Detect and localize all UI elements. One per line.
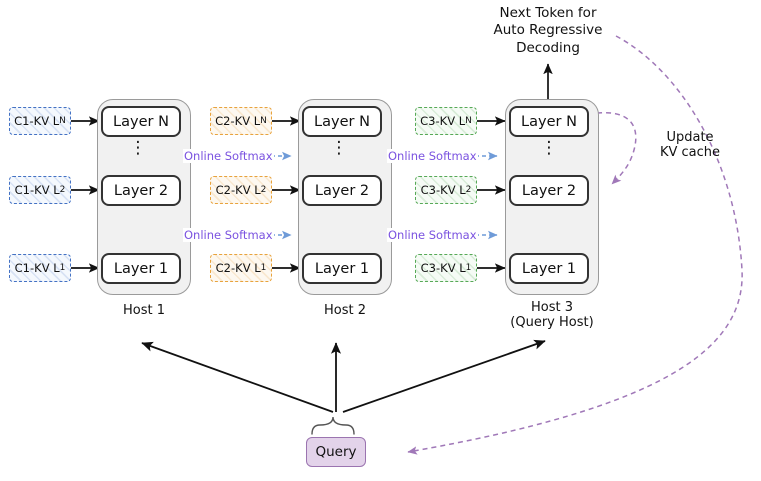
kv-to-layer-arrows-host2 (272, 116, 301, 273)
host-2-ellipsis: ⋮ (326, 138, 352, 158)
kv-label-text: C1-KV L (14, 183, 60, 197)
host-1-ellipsis: ⋮ (125, 138, 151, 158)
kv-label-text: C2-KV L (215, 114, 261, 128)
host-3-layer-1[interactable]: Layer 1 (509, 253, 589, 284)
host-1-layer-n[interactable]: Layer N (101, 106, 181, 137)
host-2-layer-n[interactable]: Layer N (302, 106, 382, 137)
host-3-caption: Host 3 (Query Host) (510, 300, 594, 330)
kv-to-layer-arrows-host3 (477, 116, 506, 273)
kv-label-text: C1-KV L (14, 114, 60, 128)
online-softmax-label-h1h2-lower: Online Softmax (183, 228, 274, 242)
next-token-title: Next Token for Auto Regressive Decoding (493, 5, 603, 56)
kv-label-text: C2-KV L (215, 261, 261, 275)
kv-label-text: C3-KV L (420, 261, 466, 275)
host-2-layer-1[interactable]: Layer 1 (302, 253, 382, 284)
online-softmax-label-h2h3-lower: Online Softmax (387, 228, 478, 242)
feedback-loop-arrow (407, 35, 743, 455)
query-fanout-arrows (141, 339, 546, 413)
online-softmax-label-h2h3-upper: Online Softmax (387, 149, 478, 163)
ellipsis-glyph: ⋮ (540, 138, 558, 158)
kv-to-layer-arrows-host1 (71, 116, 100, 273)
query-box[interactable]: Query (306, 437, 366, 467)
kv-label-text: C3-KV L (420, 183, 466, 197)
host-1-caption: Host 1 (122, 303, 165, 318)
host-3-layer-2[interactable]: Layer 2 (509, 175, 589, 206)
ellipsis-glyph: ⋮ (330, 138, 348, 158)
host-1-layer-1[interactable]: Layer 1 (101, 253, 181, 284)
kv-label-text: C2-KV L (215, 183, 261, 197)
host-2-caption: Host 2 (323, 303, 366, 318)
online-softmax-label-h1h2-upper: Online Softmax (183, 149, 274, 163)
host-2-layer-2[interactable]: Layer 2 (302, 175, 382, 206)
kv-label-text: C3-KV L (420, 114, 466, 128)
query-brace (311, 416, 355, 435)
ellipsis-glyph: ⋮ (129, 138, 147, 158)
update-kv-cache-label: Update KV cache (659, 130, 721, 160)
update-kv-cache-arrow (596, 112, 637, 185)
kv-label-text: C1-KV L (14, 261, 60, 275)
host-3-layer-n[interactable]: Layer N (509, 106, 589, 137)
host-3-ellipsis: ⋮ (536, 138, 562, 158)
host-1-layer-2[interactable]: Layer 2 (101, 175, 181, 206)
